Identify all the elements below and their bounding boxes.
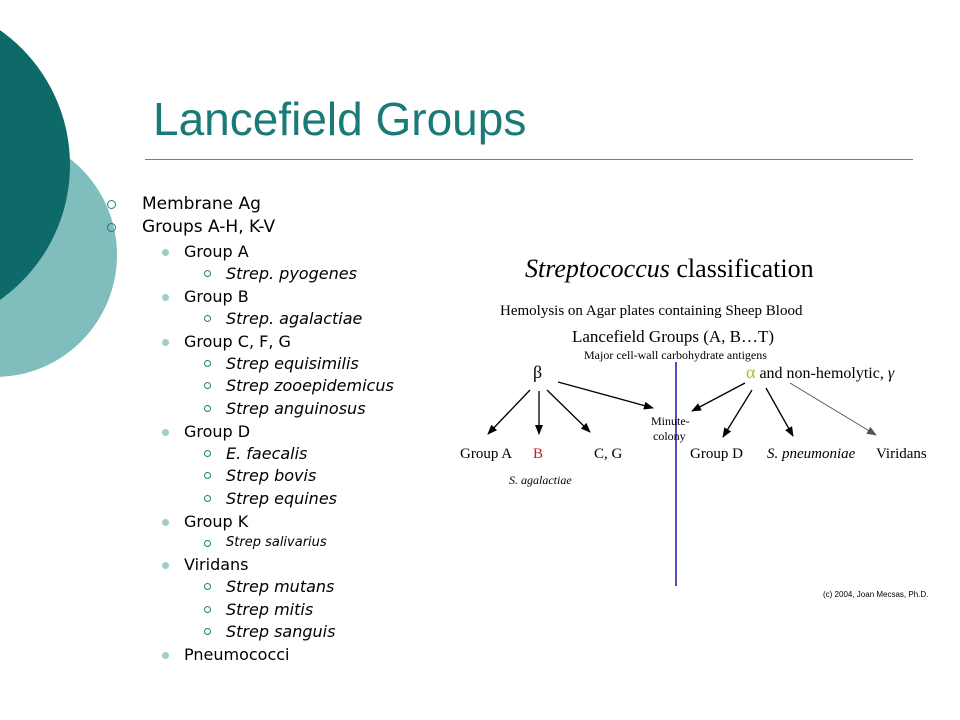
s-pneumoniae-label: S. pneumoniae	[767, 446, 856, 462]
bullet-group-b: Group B	[184, 287, 249, 306]
diagram-subtitle: Hemolysis on Agar plates containing Shee…	[500, 303, 803, 319]
colony-label: colony	[653, 429, 686, 443]
bullet-group-cfg: Group C, F, G	[184, 332, 291, 351]
bullet-groups: Groups A-H, K-V	[142, 217, 276, 237]
bullet-dot-icon	[162, 562, 169, 569]
bullet-ring-icon	[204, 270, 211, 277]
bullet-group-d: Group D	[184, 422, 251, 441]
species-item: E. faecalis	[226, 444, 308, 463]
bullet-ring-icon	[204, 472, 211, 479]
decorative-circles	[0, 30, 117, 377]
diagram-antigens-label: Major cell-wall carbohydrate antigens	[584, 348, 767, 362]
bullet-dot-icon	[162, 652, 169, 659]
bullet-ring-icon	[204, 450, 211, 457]
bullet-ring-icon	[204, 382, 211, 389]
s-agalactiae-label: S. agalactiae	[509, 473, 572, 487]
bullet-ring-icon	[107, 200, 116, 209]
bullet-ring-icon	[204, 360, 211, 367]
diagram-lancefield-heading: Lancefield Groups (A, B…T)	[572, 327, 774, 346]
species-item: Strep mutans	[226, 577, 335, 596]
bullet-ring-icon	[204, 540, 211, 547]
bullet-dot-icon	[162, 519, 169, 526]
bullet-group-k: Group K	[184, 512, 249, 531]
species-item: Strep. agalactiae	[226, 309, 363, 328]
beta-label: β	[533, 362, 542, 382]
bullet-dot-icon	[162, 429, 169, 436]
bullet-ring-icon	[204, 495, 211, 502]
species-item: Strep mitis	[226, 600, 314, 619]
bullet-ring-icon	[204, 606, 211, 613]
species-item: Strep equines	[226, 489, 337, 508]
minute-label: Minute-	[651, 414, 690, 428]
bullet-dot-icon	[162, 249, 169, 256]
classification-diagram: Streptococcus classification Hemolysis o…	[460, 254, 928, 599]
species-item: Strep bovis	[226, 466, 317, 485]
bullet-ring-icon	[204, 583, 211, 590]
diagram-title: Streptococcus classification	[525, 254, 814, 283]
species-item: Strep equisimilis	[226, 354, 359, 373]
species-item: Strep anguinosus	[226, 399, 366, 418]
bullet-group-a: Group A	[184, 242, 249, 261]
dark-teal-circle	[0, 30, 70, 300]
bullet-membrane-ag: Membrane Ag	[142, 194, 261, 214]
alpha-nonhemolytic-label: α and non-hemolytic, γ	[746, 362, 895, 382]
group-cg-label: C, G	[594, 446, 623, 462]
bullet-viridans: Viridans	[184, 555, 249, 574]
group-b-label: B	[533, 446, 543, 462]
species-item: Strep salivarius	[226, 535, 327, 550]
bullet-dot-icon	[162, 339, 169, 346]
species-item: Strep zooepidemicus	[226, 376, 394, 395]
group-a-label: Group A	[460, 446, 512, 462]
bullet-ring-icon	[204, 628, 211, 635]
bullet-ring-icon	[204, 315, 211, 322]
viridans-label: Viridans	[876, 446, 927, 462]
bullet-list: Membrane Ag Groups A-H, K-V Group A Stre…	[0, 0, 470, 720]
title-divider	[145, 159, 913, 160]
diagram-credit: (c) 2004, Joan Mecsas, Ph.D.	[823, 590, 928, 599]
bullet-pneumococci: Pneumococci	[184, 645, 290, 664]
bullet-ring-icon	[204, 405, 211, 412]
slide-title: Lancefield Groups	[153, 93, 527, 145]
bullet-dot-icon	[162, 294, 169, 301]
species-item: Strep sanguis	[226, 622, 336, 641]
group-d-label: Group D	[690, 446, 743, 462]
bullet-ring-icon	[107, 223, 116, 232]
species-item: Strep. pyogenes	[226, 264, 357, 283]
